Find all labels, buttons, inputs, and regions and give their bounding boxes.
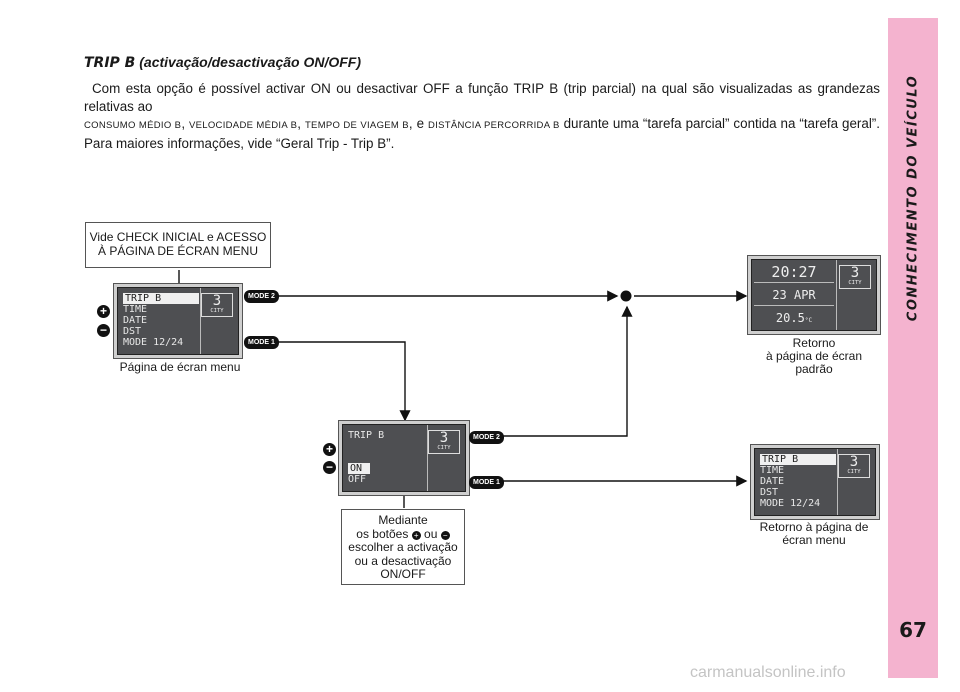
- minus-button-icon: −: [323, 461, 336, 474]
- trip-title: TRIP B: [348, 430, 385, 441]
- temp-value: 20.5: [775, 311, 805, 325]
- gear-number: 3: [849, 454, 859, 470]
- intro-text-b: durante uma “tarefa parcial” contida na …: [84, 116, 880, 151]
- note-line: ON/OFF: [380, 567, 426, 581]
- trip-b-screen: TRIP B ON OFF 3 CITY: [342, 424, 466, 492]
- note-line: Mediante: [378, 513, 428, 527]
- buttons-note: Mediante os botões + ou − escolher a act…: [341, 509, 465, 585]
- plus-button-icon: +: [97, 305, 110, 318]
- menu-item: MODE 12/24: [760, 498, 821, 509]
- return-caption: Retorno à página de écran menu: [744, 521, 884, 547]
- outside-temp: 20.5°C: [754, 308, 834, 331]
- screen-divider: [427, 425, 428, 491]
- note-line: escolher a activação: [348, 540, 458, 554]
- menu-list: TRIP B TIME DATE DST MODE 12/24: [123, 293, 200, 348]
- gear-indicator: 3 CITY: [428, 430, 460, 454]
- gear-label: CITY: [848, 280, 862, 286]
- separator: ,: [297, 116, 301, 131]
- mode2-button: MODE 2: [244, 290, 279, 303]
- separator: ,: [181, 116, 186, 131]
- mode2-button: MODE 2: [469, 431, 504, 444]
- trip-b-list: TRIP B ON OFF: [348, 430, 384, 485]
- menu-list: TRIP B TIME DATE DST MODE 12/24: [760, 454, 837, 509]
- caption-line: écran menu: [782, 533, 846, 547]
- menu-item: MODE 12/24: [123, 337, 184, 348]
- option-on: ON: [348, 463, 371, 474]
- menu-item: DATE: [123, 315, 148, 326]
- check-initial-note: Vide CHECK INICIAL e ACESSO À PÁGINA DE …: [85, 222, 271, 268]
- mode1-button: MODE 1: [244, 336, 279, 349]
- menu-item: DST: [760, 487, 779, 498]
- screen-divider: [837, 449, 838, 515]
- caption-line: Retorno: [792, 336, 836, 350]
- default-caption: Retorno à página de écran padrão: [752, 337, 876, 376]
- gear-label: CITY: [210, 308, 224, 314]
- menu-item: TIME: [123, 304, 148, 315]
- mode1-button: MODE 1: [469, 476, 504, 489]
- chapter-sidebar: CONHECIMENTO DO VEÍCULO: [888, 18, 938, 678]
- plus-button-icon: +: [323, 443, 336, 456]
- return-menu-screen: TRIP B TIME DATE DST MODE 12/24 3 CITY: [754, 448, 876, 516]
- term-velocidade: velocidade média b: [189, 120, 298, 131]
- minus-button-icon: −: [97, 324, 110, 337]
- heading-strong: TRIP B: [84, 55, 136, 71]
- temp-unit: °C: [804, 317, 813, 324]
- intro-paragraph: Com esta opção é possível activar ON ou …: [84, 80, 880, 152]
- gear-number: 3: [850, 265, 860, 281]
- gear-indicator: 3 CITY: [839, 265, 871, 289]
- note-line: ou: [424, 526, 438, 541]
- option-off: OFF: [348, 474, 367, 485]
- intro-text-a: Com esta opção é possível activar ON ou …: [84, 81, 880, 114]
- menu-item: DATE: [760, 476, 785, 487]
- menu-caption: Página de écran menu: [119, 360, 241, 374]
- menu-screen: TRIP B TIME DATE DST MODE 12/24 3 CITY: [117, 287, 239, 355]
- gear-label: CITY: [847, 469, 861, 475]
- section-heading: TRIP B (activação/desactivação ON/OFF): [84, 54, 361, 71]
- menu-item: TRIP B: [760, 454, 837, 465]
- menu-item: TIME: [760, 465, 785, 476]
- gear-label: CITY: [437, 445, 451, 451]
- page-number: 67: [899, 618, 927, 642]
- menu-item: TRIP B: [123, 293, 200, 304]
- screen-divider: [200, 288, 201, 354]
- screen-divider: [836, 260, 837, 330]
- heading-rest: (activação/desactivação ON/OFF): [139, 54, 362, 70]
- gear-number: 3: [439, 430, 449, 446]
- gear-indicator: 3 CITY: [838, 454, 870, 478]
- note-line: os botões: [356, 526, 409, 541]
- note-line: ou a desactivação: [354, 553, 452, 568]
- menu-item: DST: [123, 326, 142, 337]
- caption-line: Retorno à página de: [759, 520, 869, 534]
- gear-number: 3: [212, 293, 222, 309]
- caption-line: padrão: [795, 362, 833, 376]
- term-consumo: consumo médio b: [84, 120, 182, 131]
- gear-indicator: 3 CITY: [201, 293, 233, 317]
- calendar-date: 23 APR: [754, 285, 834, 306]
- clock-time: 20:27: [754, 262, 834, 283]
- separator: , e: [408, 116, 425, 131]
- term-tempo: tempo de viagem b: [304, 120, 409, 131]
- term-distancia: distância percorrida b: [427, 120, 560, 131]
- minus-icon: −: [440, 530, 450, 540]
- plus-icon: +: [411, 530, 421, 540]
- caption-line: à página de écran: [765, 349, 863, 363]
- default-screen: 20:27 23 APR 20.5°C 3 CITY: [751, 259, 877, 331]
- watermark: carmanualsonline.info: [690, 664, 846, 681]
